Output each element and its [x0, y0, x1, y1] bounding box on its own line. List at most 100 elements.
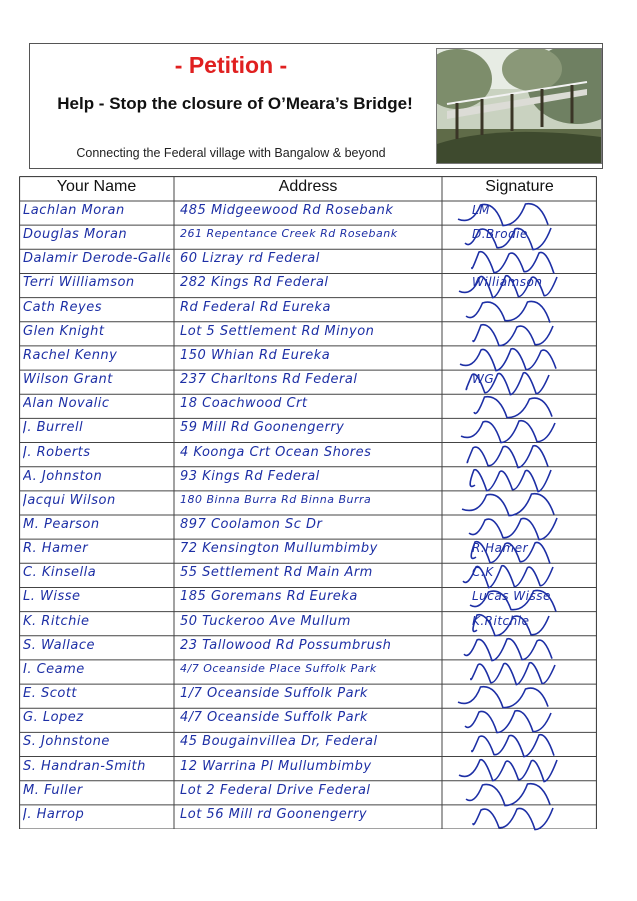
signature-stroke — [458, 758, 558, 782]
signer-name: C. Kinsella — [23, 565, 97, 581]
signer-name: L. Wisse — [23, 589, 81, 605]
signer-address: 4 Koonga Crt Ocean Shores — [180, 444, 372, 460]
col-header-signature: Signature — [485, 178, 554, 195]
petition-header: - Petition - Help - Stop the closure of … — [29, 43, 603, 169]
signature-scribble — [463, 637, 553, 662]
signature-scribble — [464, 227, 552, 251]
signature-scribble — [465, 782, 551, 807]
signer-address: 55 Settlement Rd Main Arm — [180, 565, 373, 581]
signature-stroke — [465, 782, 551, 807]
signature-text: Lucas Wisse — [472, 589, 551, 604]
signature-stroke — [457, 685, 549, 709]
signature-scribble — [471, 251, 555, 275]
signature-scribble — [472, 323, 554, 347]
signer-address: 4/7 Oceanside Place Suffolk Park — [180, 661, 377, 675]
signature-stroke — [457, 202, 549, 227]
signature-text: R.Hamer — [472, 541, 529, 556]
signer-address: 185 Goremans Rd Eureka — [180, 589, 358, 605]
signature-stroke — [471, 734, 555, 758]
signature-stroke — [471, 251, 555, 275]
signer-name: Cath Reyes — [23, 299, 103, 315]
signer-name: Lachlan Moran — [23, 203, 125, 218]
bridge-photo-illustration — [437, 49, 601, 163]
signer-name: J. Burrell — [23, 420, 84, 436]
signature-text: LM — [472, 203, 491, 217]
signer-address: 60 Lizray rd Federal — [180, 251, 320, 267]
signer-address: 93 Kings Rd Federal — [180, 468, 320, 484]
signer-address: 237 Charltons Rd Federal — [180, 372, 358, 388]
signature-stroke — [460, 420, 556, 444]
signature-stroke — [468, 517, 558, 541]
signer-address: 45 Bougainvillea Dr, Federal — [180, 734, 378, 750]
signer-address: 261 Repentance Creek Rd Rosebank — [180, 227, 398, 241]
signer-address: 23 Tallowood Rd Possumbrush — [180, 637, 392, 653]
signature-scribble — [469, 468, 552, 493]
signature-stroke — [459, 347, 557, 372]
signature-stroke — [461, 492, 555, 517]
signature-scribble — [457, 685, 549, 709]
signature-stroke — [472, 807, 554, 831]
signature-scribble — [466, 444, 549, 468]
signature-scribble — [472, 613, 550, 637]
signature-scribble — [472, 807, 554, 831]
signer-address: 18 Coachwood Crt — [180, 396, 308, 412]
signature-scribble — [462, 565, 554, 589]
signer-address: Lot 2 Federal Drive Federal — [180, 782, 371, 798]
signer-name: K. Ritchie — [23, 613, 90, 629]
signature-text: K.Ritchie — [472, 613, 530, 628]
signer-address: 897 Coolamon Sc Dr — [180, 517, 323, 532]
signer-name: Alan Novalic — [23, 396, 110, 412]
signature-stroke — [463, 637, 553, 662]
signature-scribble — [469, 590, 557, 613]
signature-scribble — [460, 420, 556, 444]
signer-name: S. Handran-Smith — [23, 758, 146, 774]
signer-name: Glen Knight — [23, 323, 105, 339]
signer-name: M. Fuller — [23, 782, 83, 798]
signature-stroke — [466, 444, 549, 468]
signature-stroke — [470, 661, 556, 686]
signer-name: Rachel Kenny — [23, 347, 118, 363]
signature-text: WG — [472, 372, 495, 387]
signature-text: Williamson — [472, 275, 543, 290]
signature-text: C.K — [472, 565, 494, 580]
signer-address: 180 Binna Burra Rd Binna Burra — [180, 492, 372, 506]
signature-stroke — [465, 371, 550, 396]
signer-address: 72 Kensington Mullumbimby — [180, 541, 378, 557]
signature-scribble — [458, 275, 558, 299]
signature-scribble — [470, 661, 556, 686]
signer-address: 150 Whian Rd Eureka — [180, 347, 331, 363]
signer-address: 59 Mill Rd Goonengerry — [180, 420, 345, 436]
signature-stroke — [462, 565, 554, 589]
signature-stroke — [464, 710, 552, 734]
signature-scribble — [471, 734, 555, 758]
signature-scribble — [473, 396, 553, 419]
signer-name: Douglas Moran — [23, 227, 128, 243]
signer-name: R. Hamer — [23, 541, 89, 557]
signer-name: Wilson Grant — [23, 372, 113, 388]
signature-scribble — [459, 347, 557, 372]
signer-address: 4/7 Oceanside Suffolk Park — [180, 710, 368, 726]
signer-name: Dalamir Derode-Gallet — [23, 251, 170, 267]
signer-address: Lot 5 Settlement Rd Minyon — [180, 323, 375, 339]
signature-scribble — [470, 541, 551, 564]
signature-scribble — [464, 710, 552, 734]
petition-subtitle: Help - Stop the closure of O’Meara’s Bri… — [57, 94, 413, 113]
signature-scribble — [465, 371, 550, 396]
petition-title: - Petition - — [174, 52, 288, 78]
signer-name: S. Johnstone — [23, 734, 110, 750]
signature-scribble — [468, 517, 558, 541]
signature-stroke — [464, 227, 552, 251]
signature-stroke — [469, 468, 552, 493]
signature-stroke — [458, 275, 558, 299]
petition-tagline: Connecting the Federal village with Bang… — [76, 146, 386, 160]
signer-name: E. Scott — [23, 686, 78, 702]
col-header-address: Address — [278, 178, 338, 195]
signature-stroke — [465, 300, 551, 323]
signer-name: I. Ceame — [23, 661, 85, 677]
signer-name: J. Harrop — [23, 806, 85, 822]
signer-address: 282 Kings Rd Federal — [180, 275, 329, 291]
signature-scribble — [461, 492, 555, 517]
signer-name: J. Roberts — [23, 444, 91, 460]
signer-address: 50 Tuckeroo Ave Mullum — [180, 613, 351, 629]
signature-stroke — [469, 590, 557, 613]
